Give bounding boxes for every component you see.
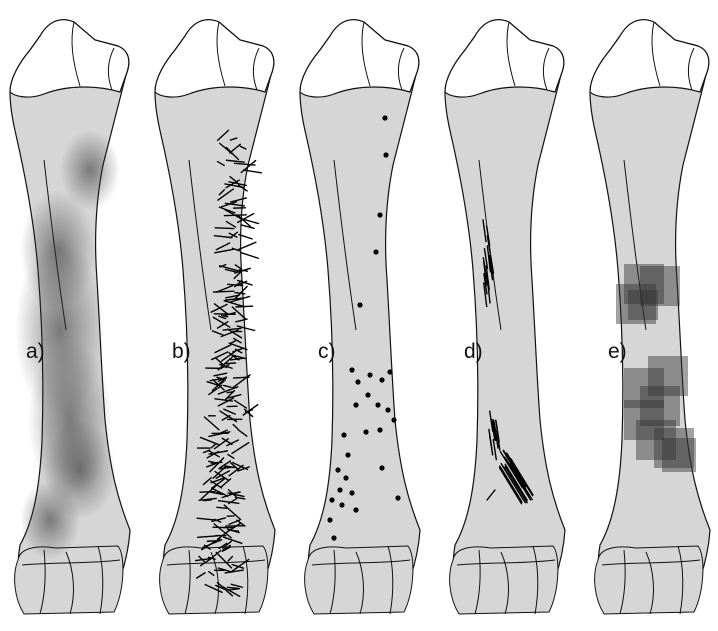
- mark-dot-1: [383, 152, 388, 157]
- mark-dot-13: [391, 417, 396, 422]
- panel-d-label: d): [464, 340, 483, 363]
- mark-line-129: [234, 377, 249, 378]
- panel-e: [590, 20, 710, 614]
- mark-dot-27: [379, 465, 384, 470]
- mark-line-152: [241, 253, 258, 259]
- panel-e-bone-condyle: [595, 546, 703, 614]
- mark-dot-3: [373, 249, 378, 254]
- mark-line-204: [240, 218, 258, 223]
- mark-dot-24: [349, 490, 354, 495]
- panel-a-label: a): [26, 340, 45, 363]
- mark-dot-15: [363, 429, 368, 434]
- mark-dot-28: [395, 495, 400, 500]
- mark-dot-12: [385, 407, 390, 412]
- mark-dot-17: [341, 432, 346, 437]
- mark-dot-5: [349, 367, 354, 372]
- mark-line-144: [227, 392, 233, 393]
- panel-e-label: e): [608, 340, 627, 363]
- mark-dot-4: [357, 302, 362, 307]
- mark-line-175: [211, 462, 222, 463]
- mark-dot-8: [379, 377, 384, 382]
- panel-c: [300, 20, 420, 614]
- mark-square-10: [662, 438, 696, 472]
- mark-line-207: [241, 225, 254, 228]
- panel-d-bone-condyle: [450, 546, 558, 614]
- mark-dot-9: [387, 369, 392, 374]
- panel-c-bone-condyle: [305, 546, 413, 614]
- density-blob-4: [20, 480, 80, 560]
- mark-dot-21: [337, 487, 342, 492]
- panel-d-bone-shaft: [445, 20, 565, 612]
- panel-b-bone-shaft: [155, 20, 275, 612]
- mark-line-190: [204, 500, 212, 501]
- mark-dot-29: [331, 535, 336, 540]
- panel-d: [445, 20, 565, 614]
- mark-dot-7: [367, 372, 372, 377]
- panel-b: [155, 20, 275, 614]
- mark-dot-0: [382, 115, 387, 120]
- mark-line-59: [236, 306, 253, 307]
- panels-group: [10, 20, 710, 614]
- mark-dot-20: [343, 475, 348, 480]
- mark-dot-25: [327, 517, 332, 522]
- mark-dot-11: [375, 402, 380, 407]
- mark-line-36: [217, 507, 226, 508]
- mark-dot-18: [345, 452, 350, 457]
- mark-dot-6: [355, 379, 360, 384]
- density-blob-5: [60, 130, 120, 210]
- mark-dot-14: [353, 402, 358, 407]
- panel-a-bone-condyle: [15, 546, 123, 614]
- mark-square-3: [628, 290, 658, 320]
- mark-dot-19: [335, 467, 340, 472]
- panel-a: [10, 20, 130, 614]
- mark-dot-10: [365, 392, 370, 397]
- panel-c-bone-shaft: [300, 20, 420, 612]
- mark-dot-22: [329, 497, 334, 502]
- mark-dot-26: [353, 507, 358, 512]
- mark-dot-2: [377, 212, 382, 217]
- mark-dot-16: [377, 427, 382, 432]
- panel-b-label: b): [172, 340, 191, 363]
- mark-dot-23: [339, 502, 344, 507]
- mark-line-57: [215, 228, 234, 229]
- panel-c-label: c): [318, 340, 336, 363]
